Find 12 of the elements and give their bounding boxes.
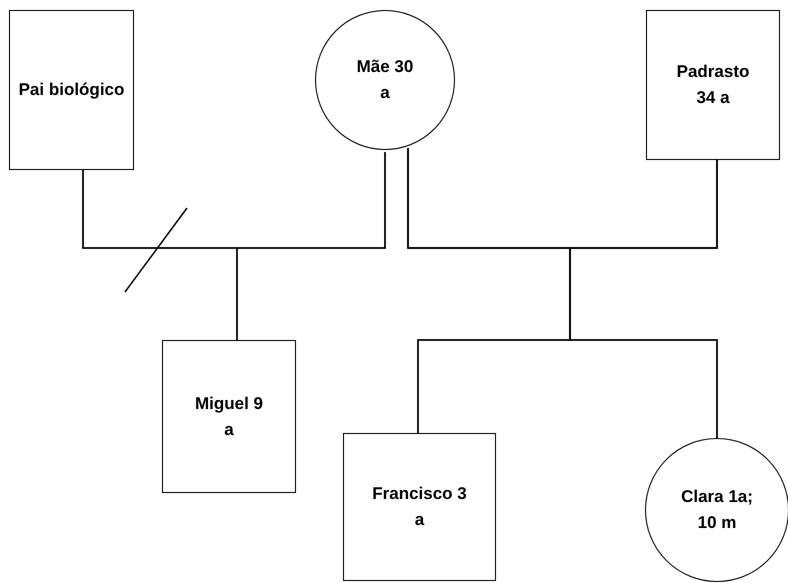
person-label: Francisco 3 a: [371, 483, 468, 531]
person-label: Miguel 9 a: [194, 392, 264, 440]
person-label: Mãe 30 a: [356, 56, 414, 104]
person-label: Pai biológico: [18, 79, 124, 101]
square-symbol: [343, 433, 496, 581]
descent-line: [569, 160, 718, 438]
square-symbol: [646, 10, 780, 160]
person-label: Clara 1a; 10 m: [680, 486, 754, 534]
square-symbol: [162, 340, 296, 493]
person-label: Padrasto 34 a: [676, 61, 750, 109]
descent-line: [236, 152, 386, 340]
square-symbol: [9, 10, 134, 170]
